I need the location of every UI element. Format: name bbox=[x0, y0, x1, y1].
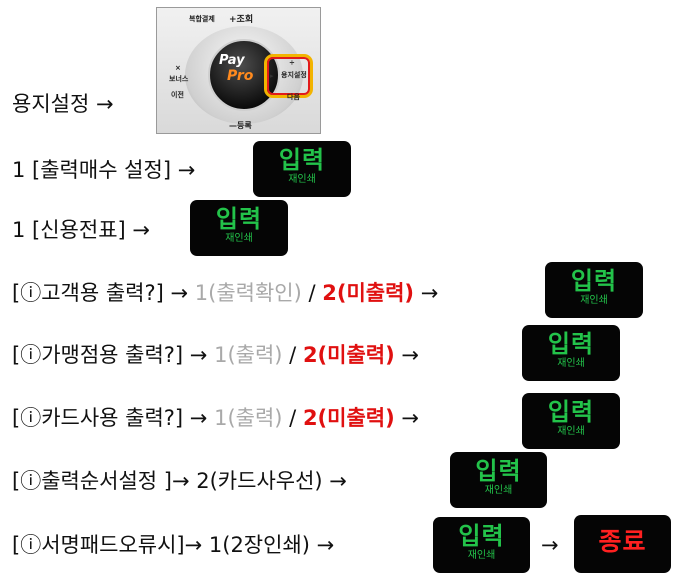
step-credit-slip: 1 [신용전표] → bbox=[12, 218, 150, 242]
brand-pay: Pay bbox=[219, 53, 245, 68]
input-key[interactable]: 입력 재인쇄 bbox=[450, 452, 547, 508]
step-print-count: 1 [출력매수 설정] → bbox=[12, 158, 196, 182]
option-print: 1(출력확인) bbox=[194, 281, 302, 305]
step-card-company-copy: [ⓘ카드사용 출력?] → 1(출력) / 2(미출력) → bbox=[12, 405, 419, 431]
key-label: 입력 bbox=[215, 205, 263, 233]
key-label: 입력 bbox=[547, 398, 595, 426]
step-merchant-copy: [ⓘ가맹점용 출력?] → 1(출력) / 2(미출력) → bbox=[12, 342, 419, 368]
key-sublabel: 재인쇄 bbox=[557, 426, 585, 437]
key-sublabel: 재인쇄 bbox=[288, 174, 316, 185]
input-key[interactable]: 입력 재인쇄 bbox=[522, 393, 620, 449]
option-no-print: 2(미출력) bbox=[302, 343, 395, 367]
step-paper-setting: 용지설정 → bbox=[12, 92, 114, 116]
option-print: 1(출력) bbox=[214, 406, 283, 430]
separator: / bbox=[308, 281, 316, 305]
arrow: → bbox=[541, 533, 559, 557]
key-sublabel: 재인쇄 bbox=[225, 233, 253, 244]
key-sublabel: 재인쇄 bbox=[467, 550, 496, 561]
key-sublabel: 재인쇄 bbox=[580, 295, 608, 306]
arrow: → bbox=[401, 406, 420, 430]
question-text: [ⓘ고객용 출력?] → bbox=[12, 281, 189, 305]
key-label: 입력 bbox=[547, 330, 595, 358]
arrow: → bbox=[420, 281, 439, 305]
input-key[interactable]: 입력 재인쇄 bbox=[253, 141, 351, 197]
key-sublabel: 재인쇄 bbox=[484, 485, 513, 496]
option-no-print: 2(미출력) bbox=[322, 281, 415, 305]
question-text: [ⓘ카드사용 출력?] → bbox=[12, 406, 208, 430]
device-keypad-image: 복합결제 +조회 Pay Pro × 보너스 이전 ▸ ÷ 용지설정 다음 —등… bbox=[156, 7, 321, 134]
label-compound-payment: 복합결제 bbox=[189, 15, 215, 23]
separator: / bbox=[289, 406, 297, 430]
key-label: 입력 bbox=[458, 522, 505, 550]
key-label: 입력 bbox=[278, 146, 326, 174]
arrow-right-icon: ▸ bbox=[270, 72, 274, 80]
label-next: 다음 bbox=[287, 93, 300, 101]
label-bonus: 보너스 bbox=[169, 75, 189, 83]
input-key[interactable]: 입력 재인쇄 bbox=[545, 262, 643, 318]
step-customer-copy: [ⓘ고객용 출력?] → 1(출력확인) / 2(미출력) → bbox=[12, 280, 438, 306]
label-inquiry: +조회 bbox=[229, 15, 254, 25]
input-key[interactable]: 입력 재인쇄 bbox=[190, 200, 288, 256]
key-label: 입력 bbox=[570, 267, 618, 295]
step-sign-pad-error: [ⓘ서명패드오류시]→ 1(2장인쇄) → bbox=[12, 533, 335, 557]
label-previous: 이전 bbox=[171, 91, 184, 99]
label-paper-setting: 용지설정 bbox=[281, 71, 307, 79]
key-sublabel: 재인쇄 bbox=[557, 358, 585, 369]
label-register: —등록 bbox=[229, 121, 252, 130]
key-label: 입력 bbox=[475, 457, 522, 485]
highlight-yellow bbox=[264, 54, 313, 98]
option-print: 1(출력) bbox=[214, 343, 283, 367]
input-key[interactable]: 입력 재인쇄 bbox=[522, 325, 620, 381]
end-key-label: 종료 bbox=[598, 527, 647, 556]
separator: / bbox=[289, 343, 297, 367]
question-text: [ⓘ가맹점용 출력?] → bbox=[12, 343, 208, 367]
label-divide: ÷ bbox=[289, 59, 295, 67]
option-no-print: 2(미출력) bbox=[302, 406, 395, 430]
brand-pro: Pro bbox=[227, 68, 254, 84]
arrow: → bbox=[401, 343, 420, 367]
end-key[interactable]: 종료 bbox=[574, 515, 671, 573]
label-multiply: × bbox=[175, 64, 181, 72]
step-print-order: [ⓘ출력순서설정 ]→ 2(카드사우선) → bbox=[12, 469, 347, 493]
input-key[interactable]: 입력 재인쇄 bbox=[433, 517, 530, 573]
highlight-red bbox=[267, 57, 310, 95]
